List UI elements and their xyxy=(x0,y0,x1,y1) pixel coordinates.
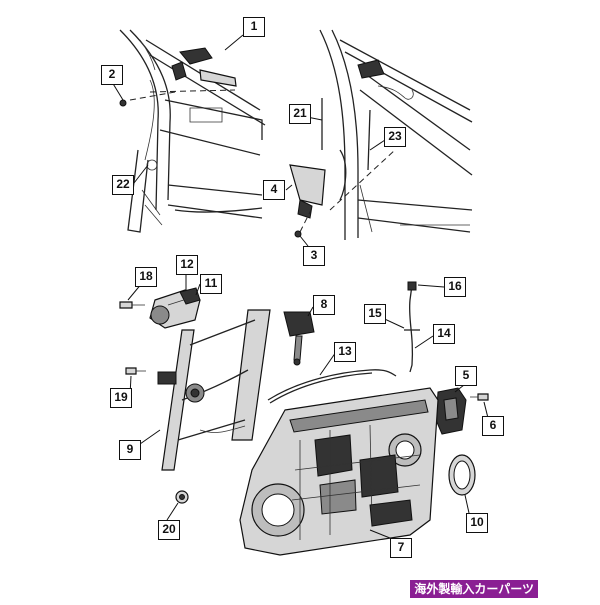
callout-4[interactable]: 4 xyxy=(263,180,285,200)
regulator-motor xyxy=(149,287,201,329)
control-cables xyxy=(267,281,420,404)
door-latch xyxy=(435,387,467,435)
door-frame-left-view xyxy=(119,29,266,233)
callout-21[interactable]: 21 xyxy=(289,104,311,124)
speaker-gasket xyxy=(448,454,476,496)
window-regulator xyxy=(157,309,271,471)
callout-8[interactable]: 8 xyxy=(313,295,335,315)
callout-3[interactable]: 3 xyxy=(303,246,325,266)
callout-1[interactable]: 1 xyxy=(243,17,265,37)
door-module-carrier xyxy=(239,387,439,556)
callout-2[interactable]: 2 xyxy=(101,65,123,85)
door-frame-right-view xyxy=(289,29,473,240)
callout-11[interactable]: 11 xyxy=(200,274,222,294)
callout-20[interactable]: 20 xyxy=(158,520,180,540)
callout-14[interactable]: 14 xyxy=(433,324,455,344)
callout-7[interactable]: 7 xyxy=(390,538,412,558)
callout-13[interactable]: 13 xyxy=(334,342,356,362)
callout-18[interactable]: 18 xyxy=(135,267,157,287)
callout-5[interactable]: 5 xyxy=(455,366,477,386)
fastener-bolts xyxy=(119,301,489,504)
callout-15[interactable]: 15 xyxy=(364,304,386,324)
callout-9[interactable]: 9 xyxy=(119,440,141,460)
latch-bracket xyxy=(283,311,315,366)
watermark-label: 海外製輸入カーパーツ xyxy=(410,580,538,598)
callout-19[interactable]: 19 xyxy=(110,388,132,408)
callout-6[interactable]: 6 xyxy=(482,416,504,436)
callout-16[interactable]: 16 xyxy=(444,277,466,297)
callout-23[interactable]: 23 xyxy=(384,127,406,147)
callout-12[interactable]: 12 xyxy=(176,255,198,275)
callout-22[interactable]: 22 xyxy=(112,175,134,195)
callout-10[interactable]: 10 xyxy=(466,513,488,533)
